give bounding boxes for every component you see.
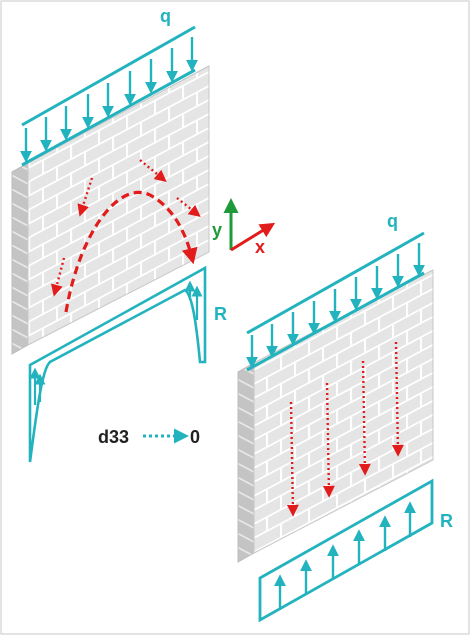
right-wall-side <box>237 362 255 563</box>
x-axis-label: x <box>255 237 265 257</box>
left-load-label: q <box>160 6 171 26</box>
arch-dotted-arrow <box>51 257 66 297</box>
legend-label-zero: 0 <box>190 427 200 447</box>
right-distributed-load: q <box>246 211 425 372</box>
left-arch-trajectories <box>51 159 201 313</box>
left-distributed-load: q <box>20 6 198 167</box>
right-reaction-outline <box>258 478 434 623</box>
arch-dotted-arrow <box>77 177 94 217</box>
vertical-dotted-arrow <box>286 401 299 517</box>
left-reaction-label: R <box>214 304 227 324</box>
arch-thrust-line <box>64 190 198 313</box>
left-load-top-line <box>21 25 196 127</box>
vertical-dotted-arrow <box>391 341 404 457</box>
axes: y x <box>212 198 276 257</box>
left-wall-side <box>11 162 29 355</box>
vertical-dotted-arrow <box>322 382 335 498</box>
right-load-top-line <box>246 231 425 335</box>
y-axis-label: y <box>212 220 222 240</box>
right-reaction-diagram: R <box>258 478 453 623</box>
legend: d33 0 <box>98 427 200 447</box>
arch-dotted-arrow <box>176 197 201 217</box>
right-load-label: q <box>387 211 398 231</box>
left-reaction-outline <box>28 265 207 463</box>
vertical-dotted-arrow <box>358 360 371 476</box>
left-wall-front <box>27 65 210 346</box>
right-vertical-trajectories <box>286 341 404 517</box>
left-reaction-diagram: R <box>28 265 227 463</box>
left-wall <box>11 65 210 355</box>
right-reaction-label: R <box>440 511 453 531</box>
x-axis-arrow <box>230 222 276 252</box>
legend-label-d33: d33 <box>98 427 129 447</box>
